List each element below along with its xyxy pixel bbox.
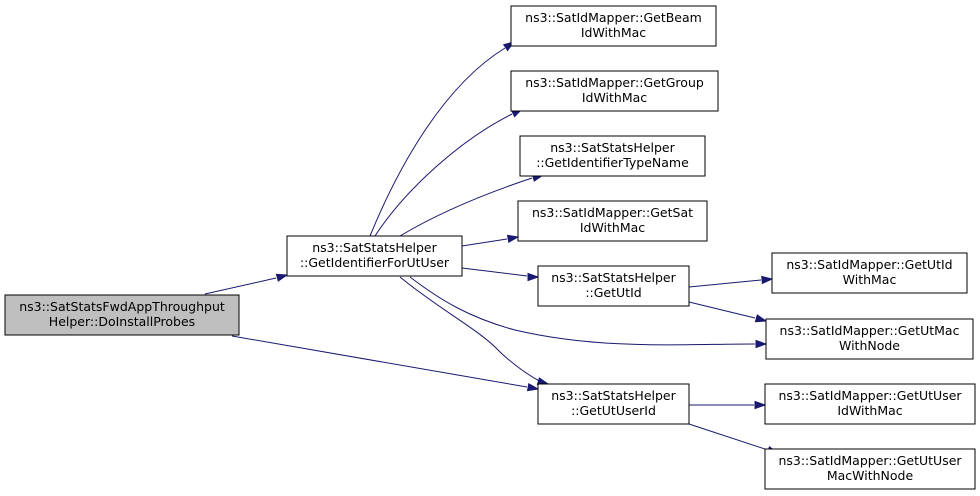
edge-line — [399, 177, 533, 237]
node-box — [765, 318, 974, 360]
node-label-line: ::GetIdentifierForUtUser — [300, 255, 450, 270]
node-label-line: ns3::SatStatsHelper — [312, 240, 437, 255]
node-label-line: Helper::DoInstallProbes — [49, 314, 195, 329]
node-label-line: ::GetIdentifierTypeName — [536, 155, 689, 170]
edge-getIdUt-to-getUtId — [461, 267, 540, 282]
arrowhead-icon — [755, 339, 768, 349]
node-box — [286, 235, 463, 277]
node-label-line: ns3::SatStatsHelper — [550, 140, 675, 155]
arrowhead-icon — [526, 382, 540, 392]
node-label-line: ns3::SatIdMapper::GetUtMac — [780, 323, 960, 338]
node-box — [537, 383, 690, 425]
node-root: ns3::SatStatsFwdAppThroughputHelper::DoI… — [4, 294, 240, 336]
edge-root-to-getIdUt — [204, 273, 289, 295]
node-label-line: ns3::SatIdMapper::GetUtId — [786, 257, 952, 272]
arrowhead-icon — [761, 275, 774, 285]
node-box — [771, 252, 968, 294]
node-getUtId[interactable]: ns3::SatStatsHelper::GetUtId — [537, 265, 690, 307]
node-label-line: ns3::SatIdMapper::GetGroup — [525, 75, 704, 90]
edge-line — [461, 238, 508, 247]
edge-line — [231, 335, 528, 388]
edge-line — [688, 301, 756, 319]
edge-getUtId-to-utMacNode — [688, 301, 768, 323]
node-label-line: IdWithMac — [580, 220, 645, 235]
node-label-line: ::GetUtUserId — [571, 403, 656, 418]
edge-line — [688, 423, 769, 451]
edge-line — [369, 47, 506, 237]
arrowhead-icon — [275, 273, 289, 282]
node-getUtUserId[interactable]: ns3::SatStatsHelper::GetUtUserId — [537, 383, 690, 425]
edges-layer — [204, 41, 780, 455]
node-box — [519, 135, 706, 177]
node-box — [764, 383, 976, 425]
edge-getUtUserId-to-utUserIdMac — [689, 400, 767, 410]
edge-line — [399, 276, 542, 383]
edge-getIdUt-to-sat — [461, 234, 520, 247]
node-getIdUt[interactable]: ns3::SatStatsHelper::GetIdentifierForUtU… — [286, 235, 463, 277]
edge-getIdUt-to-utMacNode — [409, 276, 768, 349]
arrowhead-icon — [754, 314, 768, 323]
nodes-layer: ns3::SatStatsFwdAppThroughputHelper::DoI… — [4, 5, 976, 490]
arrowhead-icon — [506, 234, 520, 244]
node-label-line: IdWithMac — [582, 90, 647, 105]
node-box — [510, 5, 717, 47]
node-label-line: WithMac — [843, 272, 897, 287]
arrowhead-icon — [754, 400, 767, 410]
edge-getIdUt-to-beam — [369, 41, 516, 237]
node-label-line: IdWithMac — [837, 403, 902, 418]
edge-line — [374, 113, 513, 237]
node-typeName[interactable]: ns3::SatStatsHelper::GetIdentifierTypeNa… — [519, 135, 706, 177]
edge-line — [204, 277, 277, 295]
node-label-line: ns3::SatIdMapper::GetSat — [532, 205, 693, 220]
node-label-line: WithNode — [839, 338, 900, 353]
node-box — [517, 200, 708, 242]
node-box — [510, 70, 719, 112]
node-label-line: MacWithNode — [827, 468, 914, 483]
node-box — [4, 294, 240, 336]
node-label-line: ns3::SatIdMapper::GetUtUser — [778, 453, 962, 468]
node-label-line: ns3::SatStatsHelper — [551, 270, 676, 285]
edge-root-to-getUtUserId — [231, 335, 540, 392]
edge-line — [409, 276, 756, 346]
node-label-line: ::GetUtId — [585, 285, 641, 300]
node-label-line: ns3::SatStatsFwdAppThroughput — [19, 299, 225, 314]
node-box — [764, 448, 976, 490]
node-label-line: ns3::SatStatsHelper — [551, 388, 676, 403]
edge-line — [461, 267, 528, 277]
node-box — [537, 265, 690, 307]
arrowhead-icon — [527, 272, 540, 282]
edge-getIdUt-to-group — [374, 108, 524, 237]
edge-getUtId-to-utIdMac — [688, 275, 774, 288]
edge-line — [688, 279, 762, 288]
node-label-line: ns3::SatIdMapper::GetBeam — [525, 10, 702, 25]
node-label-line: IdWithMac — [581, 25, 646, 40]
node-label-line: ns3::SatIdMapper::GetUtUser — [778, 388, 962, 403]
